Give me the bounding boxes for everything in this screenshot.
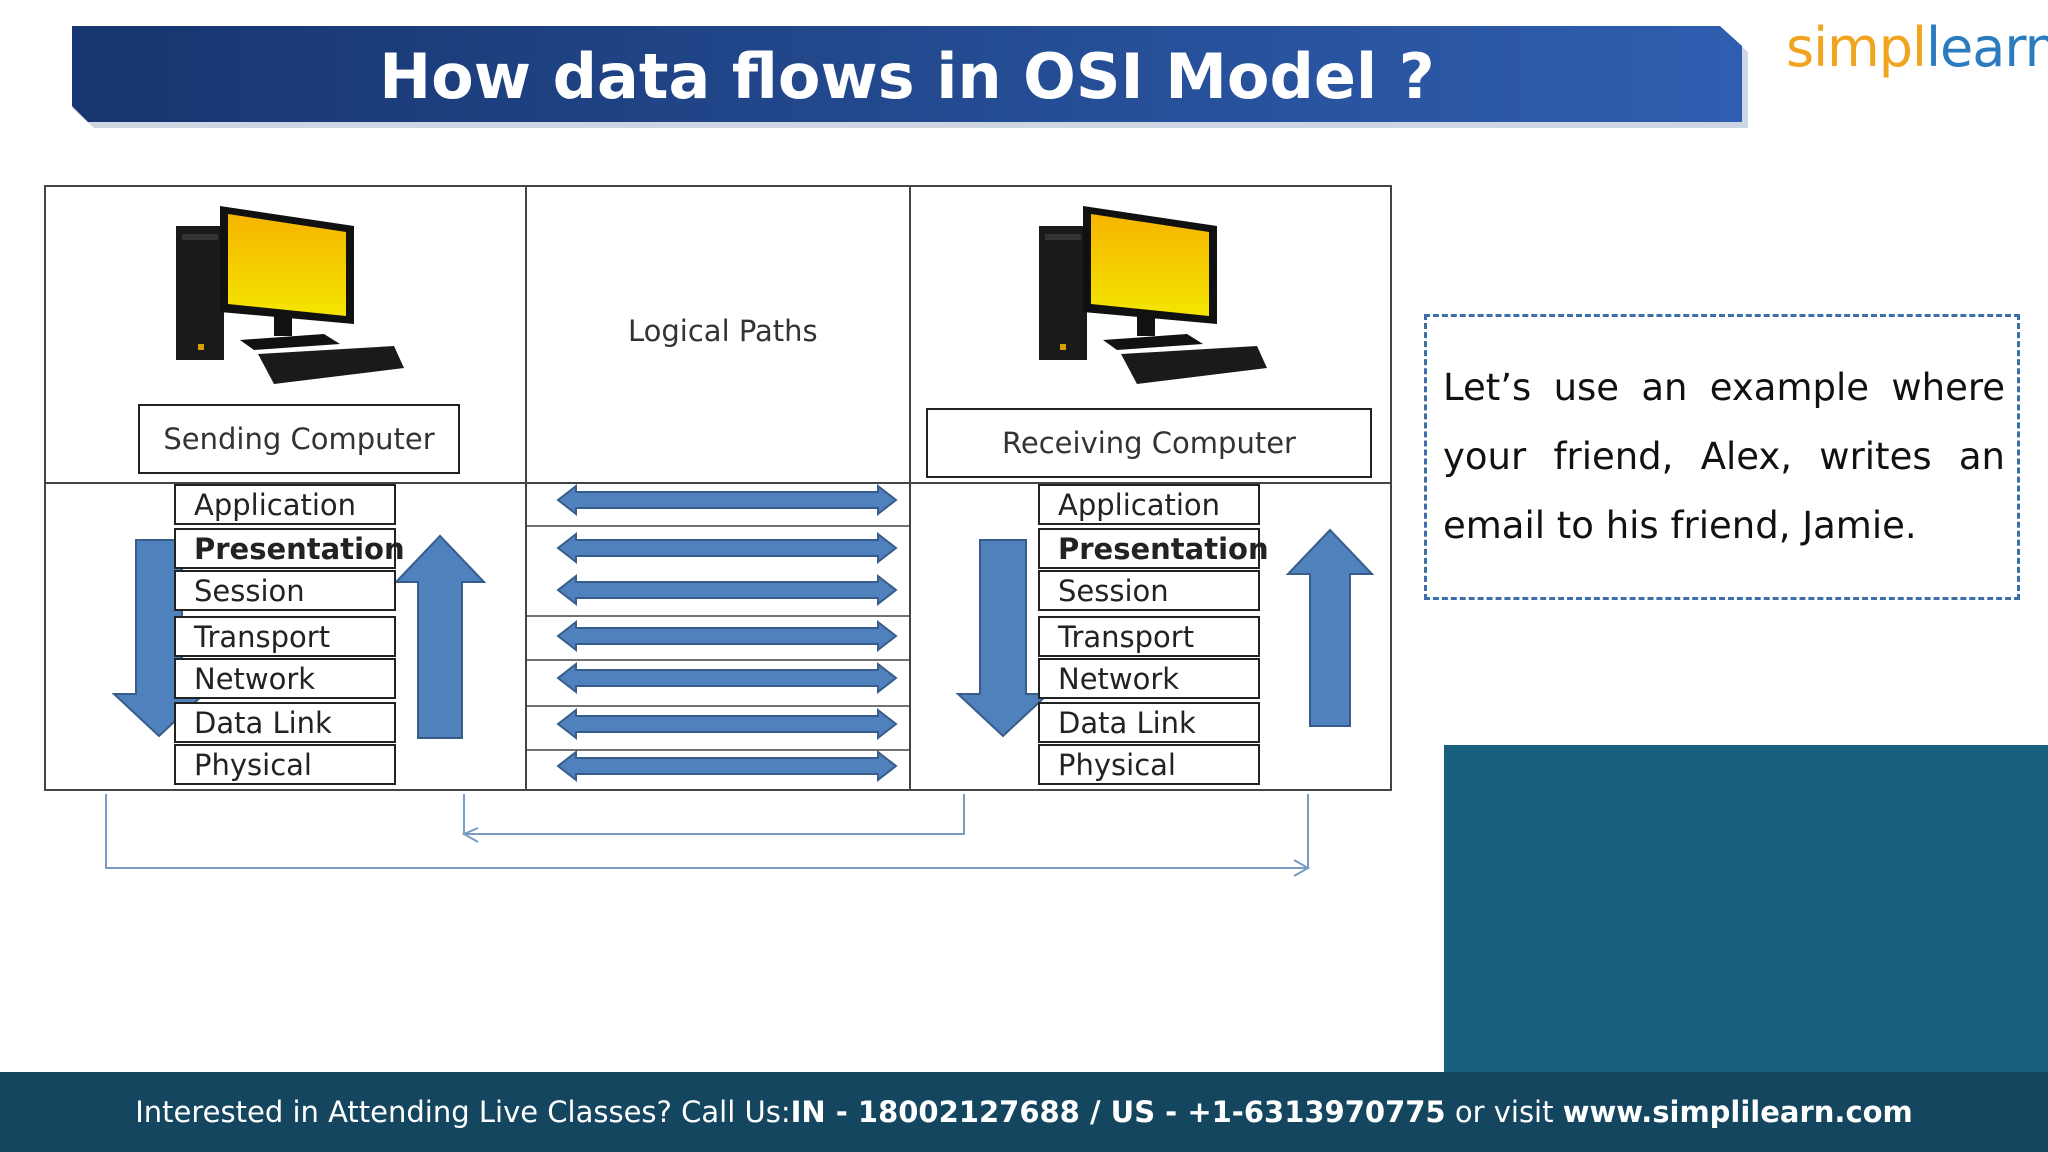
sending-computer-label: Sending Computer bbox=[138, 404, 460, 474]
video-panel bbox=[1444, 745, 2048, 1072]
up-arrow-icon bbox=[393, 534, 487, 739]
footer-prefix: Interested in Attending Live Classes? Ca… bbox=[135, 1095, 791, 1129]
receiving-layer-network: Network bbox=[1038, 658, 1260, 699]
diagram-frame bbox=[44, 185, 1392, 877]
double-arrow-icon bbox=[556, 661, 898, 695]
double-arrow-icon bbox=[556, 483, 898, 517]
footer-website-link[interactable]: www.simplilearn.com bbox=[1562, 1095, 1913, 1129]
receiving-layer-physical: Physical bbox=[1038, 744, 1260, 785]
title-banner bbox=[72, 26, 1748, 128]
footer-banner: Interested in Attending Live Classes? Ca… bbox=[0, 1072, 2048, 1152]
logical-path-arrows bbox=[556, 483, 898, 783]
return-path-line bbox=[463, 794, 965, 835]
osi-diagram: Sending Computer Receiving Computer Logi… bbox=[44, 184, 1394, 884]
double-arrow-icon bbox=[556, 531, 898, 565]
sending-layer-transport: Transport bbox=[174, 616, 396, 657]
sending-layer-application: Application bbox=[174, 484, 396, 525]
logical-paths-label: Logical Paths bbox=[628, 314, 818, 348]
example-text: Let’s use an example where your friend, … bbox=[1443, 366, 2005, 547]
receiving-layer-application: Application bbox=[1038, 484, 1260, 525]
double-arrow-icon bbox=[556, 749, 898, 783]
footer-phone-in: IN - 18002127688 bbox=[790, 1095, 1080, 1129]
forward-path-line bbox=[105, 794, 1309, 869]
footer-phone-us: US - +1-6313970775 bbox=[1110, 1095, 1446, 1129]
footer-separator: / bbox=[1079, 1095, 1111, 1129]
example-callout: Let’s use an example where your friend, … bbox=[1424, 314, 2020, 600]
down-arrow-icon bbox=[955, 539, 1051, 738]
sending-layer-physical: Physical bbox=[174, 744, 396, 785]
footer-mid: or visit bbox=[1445, 1095, 1563, 1129]
desktop-computer-icon bbox=[176, 206, 404, 384]
forward-path-arrowhead bbox=[1293, 859, 1311, 877]
up-arrow-icon bbox=[1285, 528, 1375, 727]
double-arrow-icon bbox=[556, 619, 898, 653]
sending-layer-data-link: Data Link bbox=[174, 702, 396, 743]
sending-layer-session: Session bbox=[174, 570, 396, 611]
double-arrow-icon bbox=[556, 573, 898, 607]
receiving-layer-presentation: Presentation bbox=[1038, 528, 1269, 569]
receiving-layer-data-link: Data Link bbox=[1038, 702, 1260, 743]
receiving-layer-transport: Transport bbox=[1038, 616, 1260, 657]
receiving-layer-session: Session bbox=[1038, 570, 1260, 611]
simplilearn-logo: simpllearn bbox=[1786, 16, 2048, 79]
page-title: How data flows in OSI Model ? bbox=[379, 39, 1435, 113]
desktop-computer-icon bbox=[1039, 206, 1267, 384]
return-path-arrowhead bbox=[461, 827, 479, 843]
sending-layer-presentation: Presentation bbox=[174, 528, 405, 569]
double-arrow-icon bbox=[556, 707, 898, 741]
receiving-computer-label: Receiving Computer bbox=[926, 408, 1372, 478]
sending-layer-network: Network bbox=[174, 658, 396, 699]
